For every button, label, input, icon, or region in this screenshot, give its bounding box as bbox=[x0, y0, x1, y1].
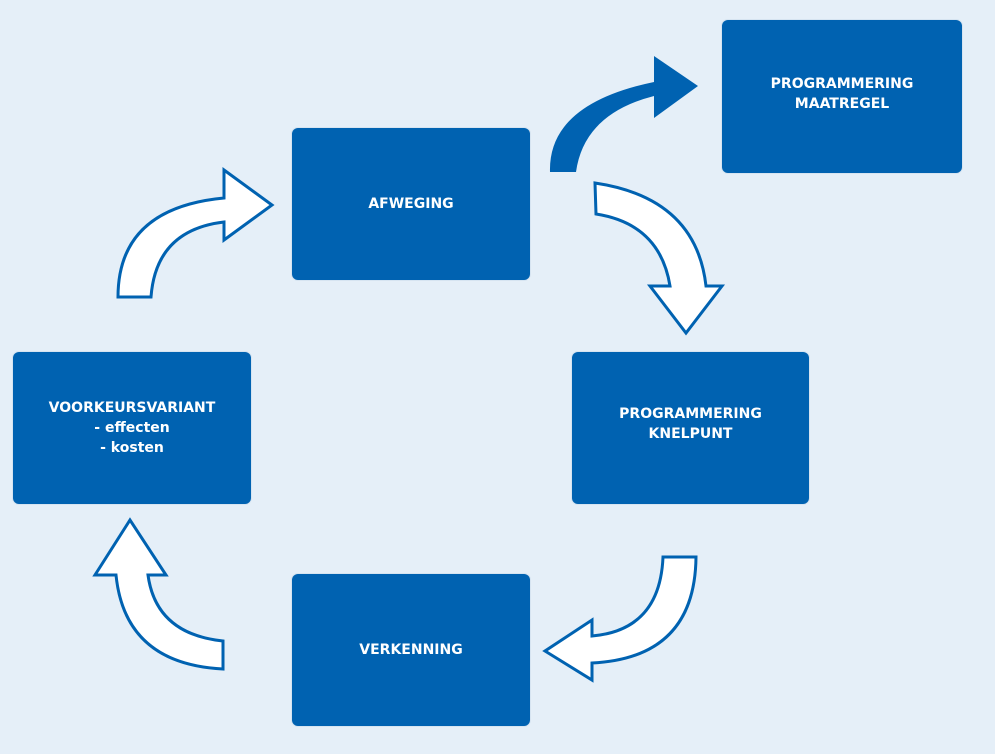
programmering-maatregel-line1: PROGRAMMERING bbox=[770, 76, 914, 92]
programmering-maatregel-line2: MAATREGEL bbox=[794, 96, 890, 112]
programmering-knelpunt-line2: KNELPUNT bbox=[648, 426, 733, 442]
programmering-knelpunt-box: PROGRAMMERING KNELPUNT bbox=[572, 352, 809, 504]
outline-arrow-to-verkenning-icon bbox=[542, 555, 698, 683]
voorkeursvariant-title: VOORKEURSVARIANT bbox=[48, 400, 216, 416]
outline-arrow-to-knelpunt-icon bbox=[593, 181, 726, 336]
solid-arrow-to-maatregel-icon bbox=[549, 56, 698, 172]
outline-arrow-to-voorkeursvariant-icon bbox=[92, 517, 225, 671]
outline-arrow-to-afweging-icon bbox=[116, 167, 275, 299]
voorkeursvariant-kosten: - kosten bbox=[100, 440, 164, 456]
verkenning-box: VERKENNING bbox=[292, 574, 530, 726]
afweging-box: AFWEGING bbox=[292, 128, 530, 280]
programmering-knelpunt-line1: PROGRAMMERING bbox=[619, 406, 762, 422]
voorkeursvariant-effecten: - effecten bbox=[94, 420, 170, 436]
voorkeursvariant-box: VOORKEURSVARIANT - effecten - kosten bbox=[13, 352, 251, 504]
afweging-label: AFWEGING bbox=[368, 196, 454, 212]
verkenning-label: VERKENNING bbox=[359, 642, 463, 658]
programmering-maatregel-box: PROGRAMMERING MAATREGEL bbox=[722, 20, 962, 173]
